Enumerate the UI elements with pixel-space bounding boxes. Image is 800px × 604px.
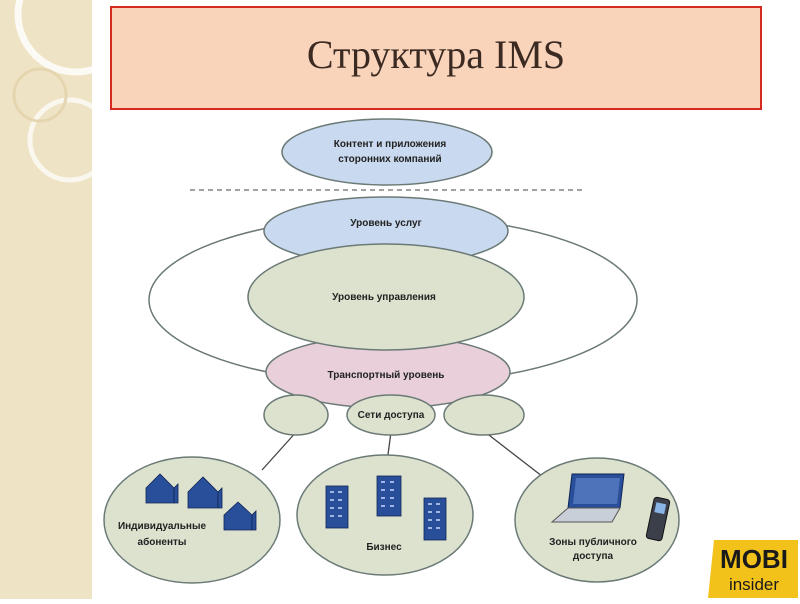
logo-brand-text: MOBI (720, 544, 788, 574)
office-building-icon (325, 485, 349, 529)
public-access-label-line2: доступа (573, 551, 614, 562)
office-building-icon (376, 475, 402, 517)
content-label-line2: сторонних компаний (338, 154, 441, 165)
laptop-icon (550, 473, 625, 523)
services-label: Уровень услуг (350, 218, 421, 229)
access-ellipse-right (443, 394, 525, 436)
individual-label-line1: Индивидуальные (118, 521, 207, 532)
control-label: Уровень управления (332, 292, 436, 303)
control-ellipse (247, 243, 525, 351)
mobile-phone-icon (645, 496, 671, 542)
individual-label-line2: абоненты (138, 536, 187, 548)
access-ellipse-center (346, 394, 436, 436)
slide-title: Структура IMS (306, 31, 566, 77)
left-decoration (0, 0, 138, 599)
house-icon (187, 476, 223, 509)
access-ellipse-left (263, 394, 329, 436)
content-ellipse (281, 118, 493, 186)
logo-sub-text: insider (729, 575, 779, 594)
connector-left (261, 429, 299, 471)
house-icon (223, 501, 257, 531)
house-icon (145, 473, 179, 504)
business-label: Бизнес (366, 542, 402, 553)
transport-label: Транспортный уровень (328, 370, 445, 381)
access-label: Сети доступа (358, 410, 425, 421)
title-box: Структура IMS (110, 6, 762, 110)
office-building-icon (423, 497, 447, 541)
public-access-label-line1: Зоны публичного (549, 536, 637, 548)
content-label-line1: Контент и приложения (334, 139, 447, 150)
mobi-insider-logo: MOBI insider (708, 540, 798, 598)
